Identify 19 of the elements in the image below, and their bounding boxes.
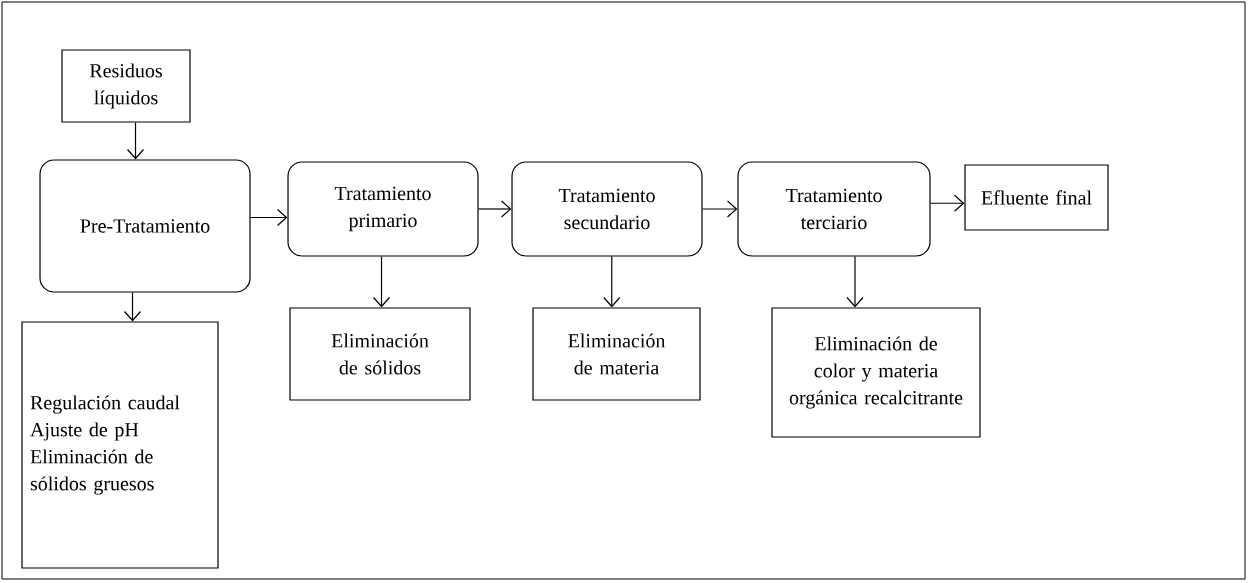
text-box: Efluente final bbox=[964, 164, 1109, 231]
arrow bbox=[126, 122, 145, 160]
arrow bbox=[372, 256, 391, 308]
arrow bbox=[250, 208, 288, 227]
process-box: Tratamiento primario bbox=[287, 161, 479, 257]
process-box: Tratamiento terciario bbox=[737, 161, 931, 257]
text-box: Eliminación de color y materia orgánica recalcitrante bbox=[771, 307, 981, 438]
arrow bbox=[123, 292, 142, 322]
text-box: Eliminación de sólidos bbox=[289, 307, 471, 401]
process-box: Pre-Tratamiento bbox=[39, 159, 251, 293]
process-box: Tratamiento secundario bbox=[511, 161, 703, 257]
arrow bbox=[702, 200, 738, 218]
text-box: Regulación caudal Ajuste de pH Eliminación de sólidos gruesos bbox=[21, 321, 219, 569]
arrow bbox=[930, 194, 965, 212]
arrow bbox=[478, 200, 512, 218]
text-box: Eliminación de materia bbox=[532, 307, 701, 401]
text-box: Residuos líquidos bbox=[61, 49, 191, 123]
arrow bbox=[603, 256, 621, 308]
arrow bbox=[846, 256, 864, 308]
